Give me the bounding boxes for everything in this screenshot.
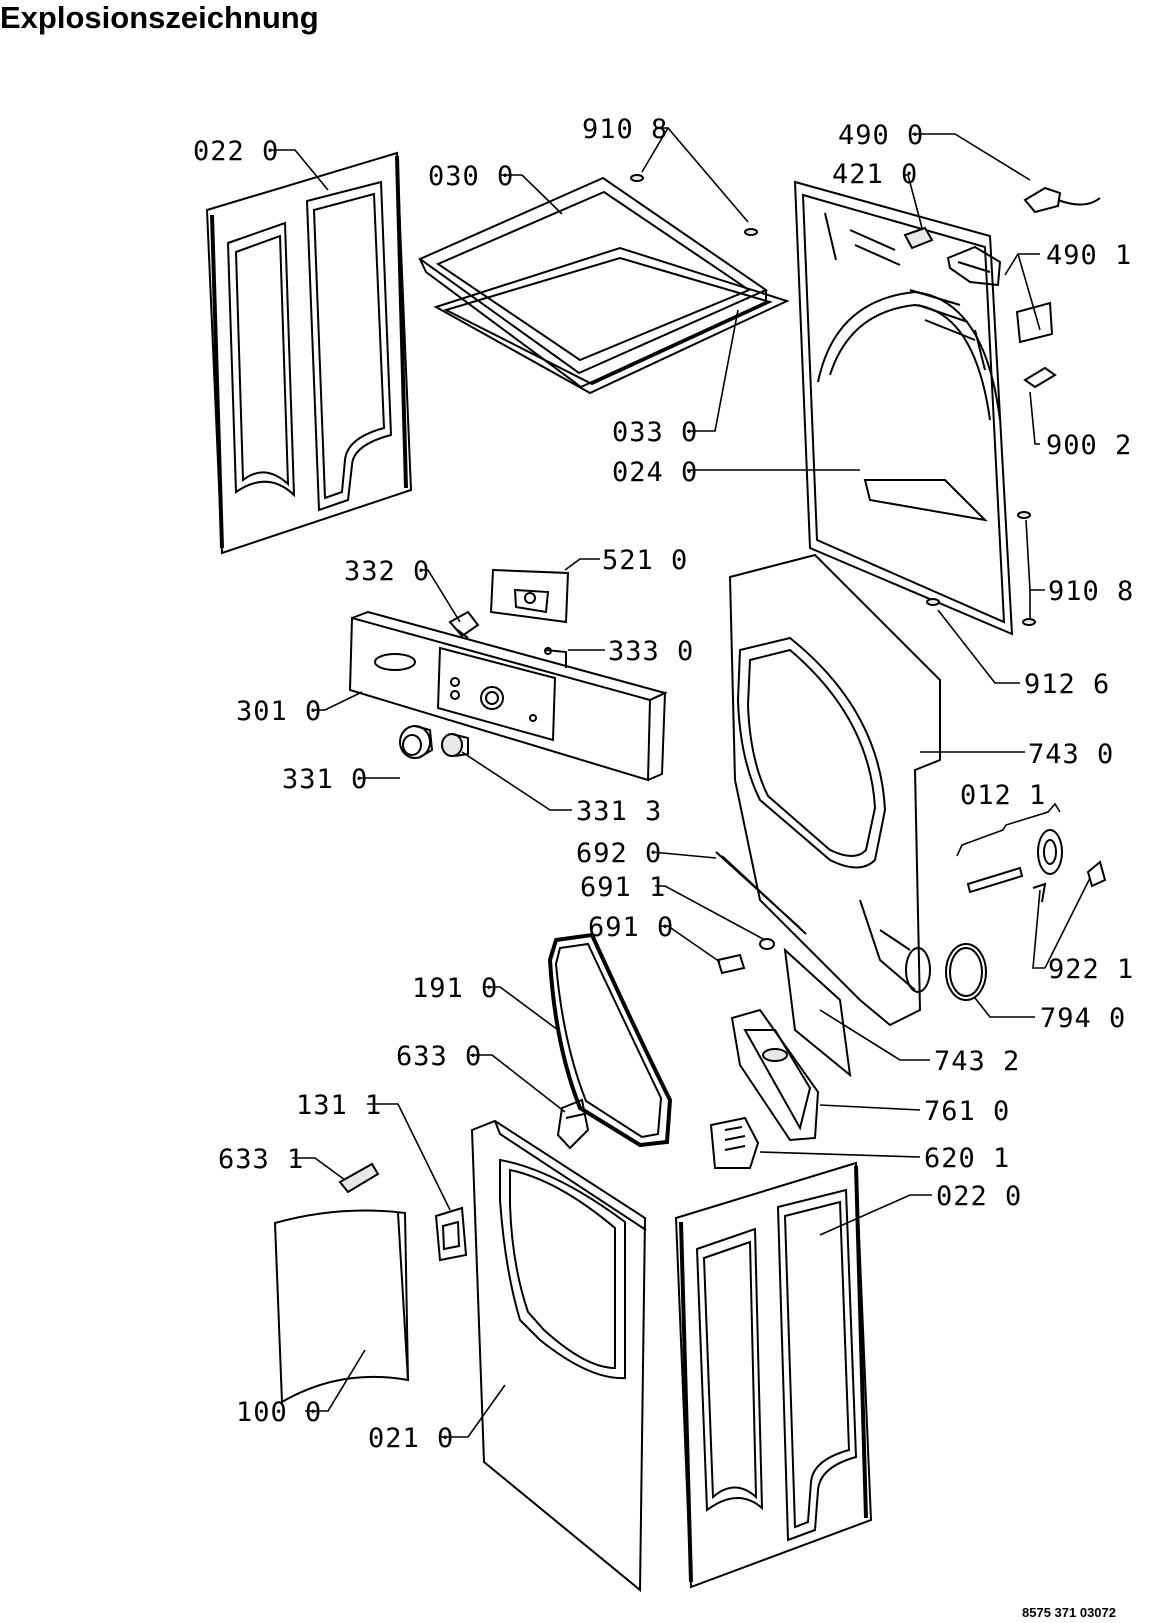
label-332-0: 332 0 — [344, 556, 430, 587]
label-331-0: 331 0 — [282, 764, 368, 795]
label-900-2: 900 2 — [1046, 430, 1132, 461]
label-191-0: 191 0 — [412, 973, 498, 1004]
label-490-1: 490 1 — [1046, 240, 1132, 271]
mains-filter-plate — [1015, 301, 1054, 344]
timer-switch — [489, 568, 570, 624]
label-910-8-right: 910 8 — [1048, 576, 1134, 607]
filter-housing-761 — [730, 1008, 820, 1142]
label-012-1: 012 1 — [960, 780, 1046, 811]
hinge-pin — [338, 1162, 380, 1194]
label-692-0: 692 0 — [576, 838, 662, 869]
label-633-0: 633 0 — [396, 1041, 482, 1072]
label-633-1: 633 1 — [218, 1144, 304, 1175]
front-panel — [470, 1119, 647, 1593]
door-switch — [434, 1206, 468, 1262]
label-922-1: 922 1 — [1048, 954, 1134, 985]
label-030-0: 030 0 — [428, 161, 514, 192]
label-743-2: 743 2 — [934, 1046, 1020, 1077]
door-lock — [556, 1098, 590, 1150]
filter-panel-743-2 — [783, 947, 852, 1078]
label-761-0: 761 0 — [924, 1096, 1010, 1127]
label-794-0: 794 0 — [1040, 1003, 1126, 1034]
side-panel-left — [205, 151, 413, 555]
document-number: 8575 371 03072 — [1022, 1605, 1116, 1620]
hose-692 — [715, 851, 807, 935]
label-743-0: 743 0 — [1028, 739, 1114, 770]
side-panel-right — [674, 1161, 873, 1589]
label-333-0: 333 0 — [608, 636, 694, 667]
drive-belt — [945, 943, 987, 1001]
switch-333 — [544, 647, 567, 668]
label-910-8: 910 8 — [582, 114, 668, 145]
sensor-620-1 — [709, 1116, 760, 1169]
screw-912 — [926, 598, 940, 606]
part-labels: 022 0 910 8 030 0 490 0 421 0 490 1 033 … — [193, 114, 1134, 1454]
door — [273, 1209, 410, 1404]
label-691-0: 691 0 — [588, 912, 674, 943]
label-100-0: 100 0 — [236, 1397, 322, 1428]
cable-clip — [1023, 366, 1057, 389]
label-331-3: 331 3 — [576, 796, 662, 827]
label-421-0: 421 0 — [832, 159, 918, 190]
label-131-1: 131 1 — [296, 1090, 382, 1121]
switch-332 — [448, 610, 480, 639]
top-cover — [417, 176, 790, 395]
label-691-1: 691 1 — [580, 872, 666, 903]
mains-filter-bracket — [946, 245, 1002, 287]
selector-knob — [399, 725, 434, 759]
label-521-0: 521 0 — [602, 545, 688, 576]
terminal-block — [903, 226, 934, 250]
label-022-0: 022 0 — [193, 136, 279, 167]
knob-insert — [441, 733, 469, 757]
label-620-1: 620 1 — [924, 1143, 1010, 1174]
control-panel — [348, 610, 668, 782]
label-024-0: 024 0 — [612, 457, 698, 488]
front-bulkhead — [728, 553, 941, 1027]
label-021-0: 021 0 — [368, 1423, 454, 1454]
fitting-691-0 — [716, 953, 746, 975]
label-022-0-bottom: 022 0 — [936, 1181, 1022, 1212]
door-seal — [547, 932, 673, 1148]
ring-691-1 — [759, 938, 775, 950]
screws-right — [1017, 511, 1036, 626]
label-490-0: 490 0 — [838, 120, 924, 151]
leader-lines — [270, 127, 1091, 1438]
label-912-6: 912 6 — [1024, 669, 1110, 700]
label-033-0: 033 0 — [612, 417, 698, 448]
power-cord — [1023, 186, 1101, 214]
screws-top — [630, 174, 758, 236]
page-title: Explosionszeichnung — [0, 0, 319, 35]
label-301-0: 301 0 — [236, 696, 322, 727]
fan-assembly — [956, 802, 1107, 903]
